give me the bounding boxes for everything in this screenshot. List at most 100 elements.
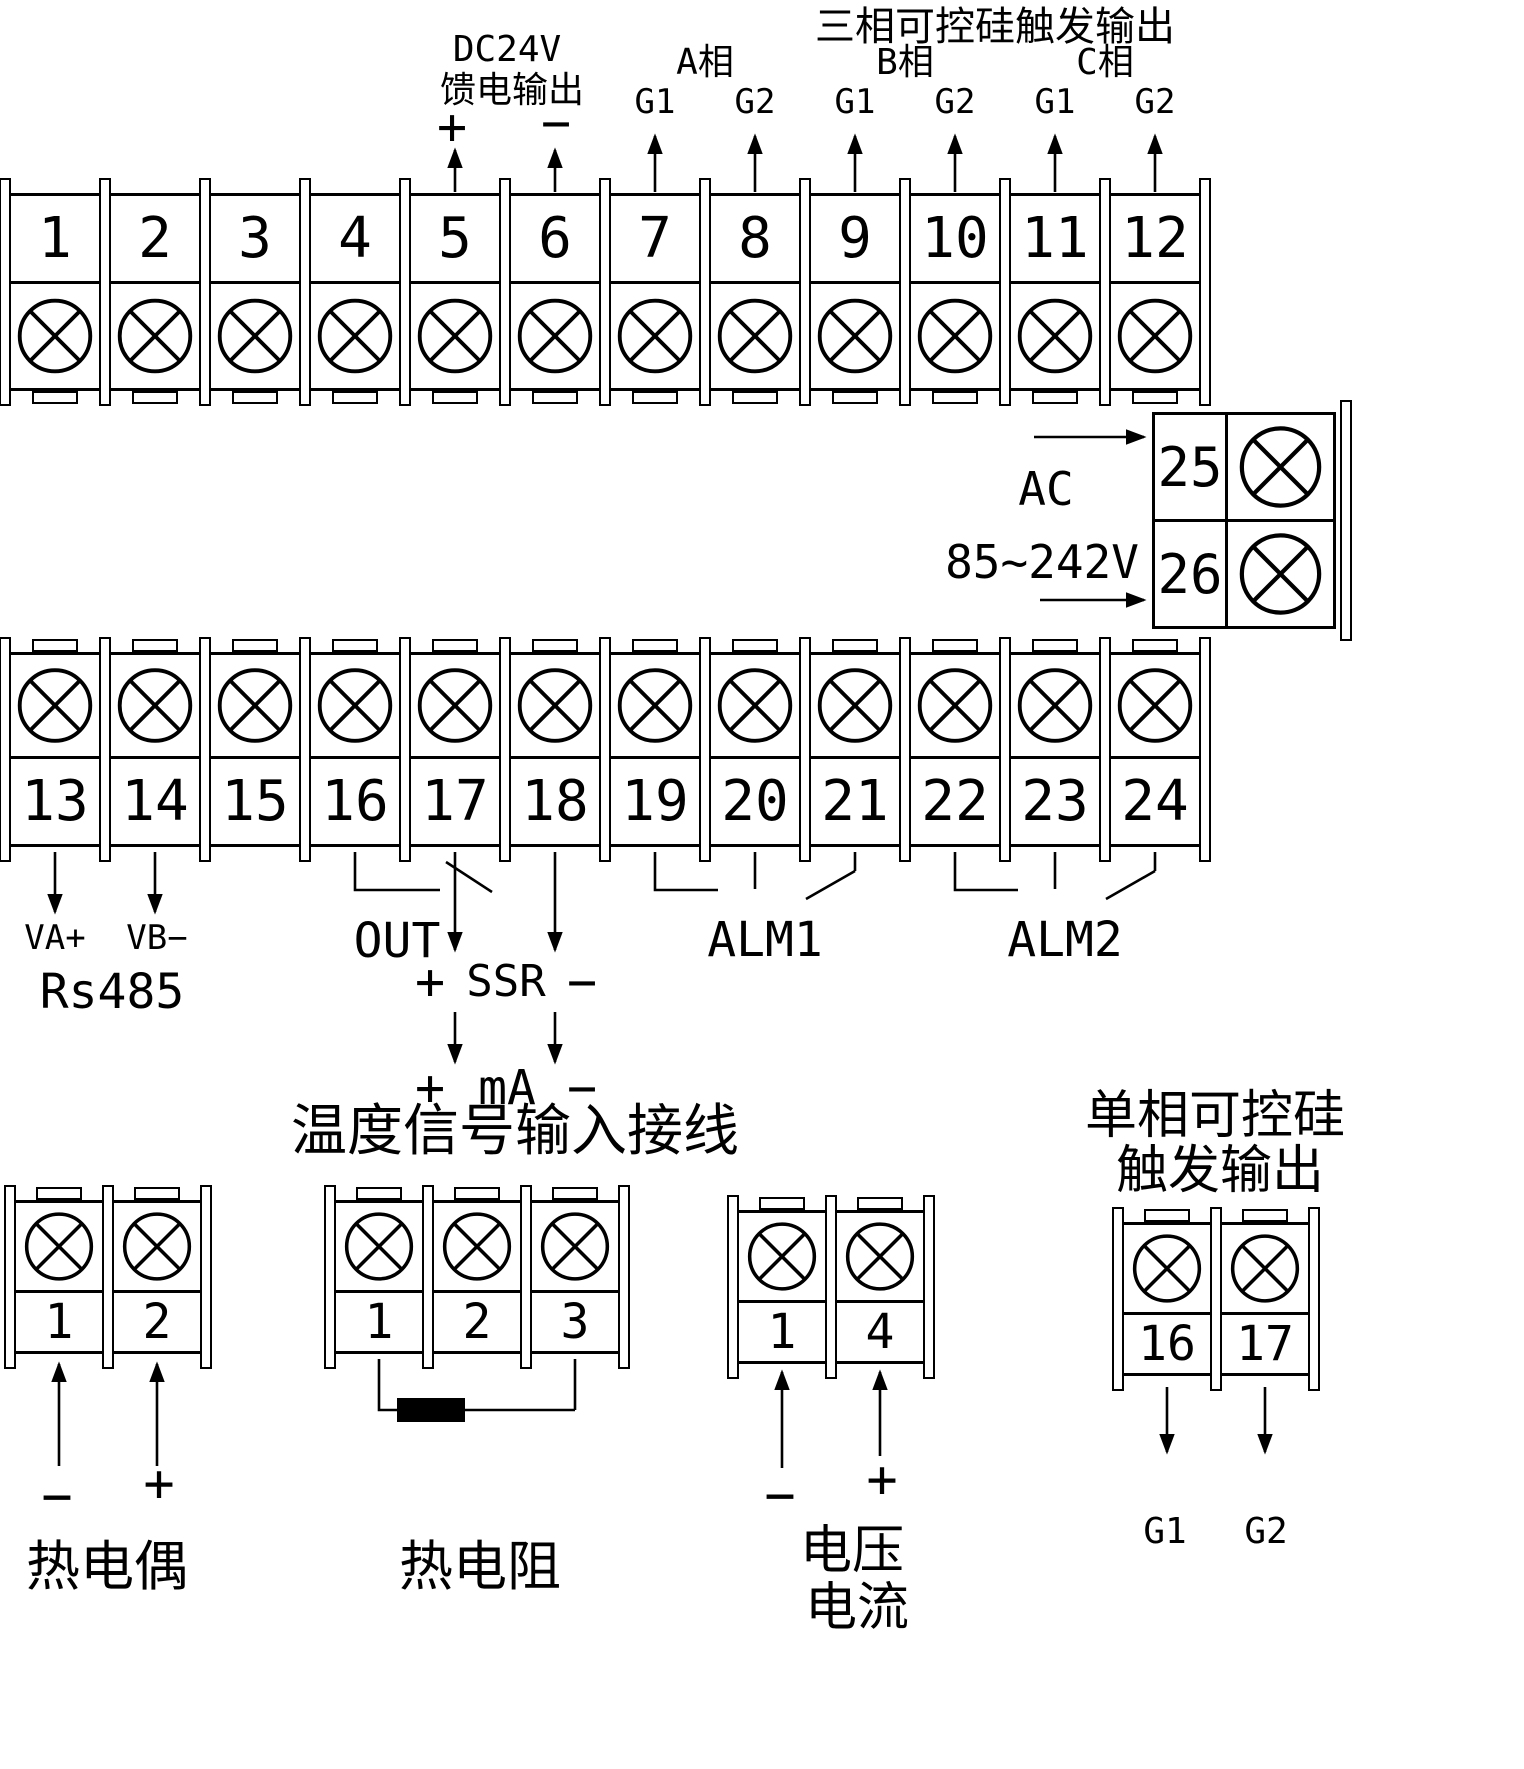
- terminal-11: 11: [1005, 193, 1105, 391]
- screw-icon: [1239, 426, 1322, 508]
- phase-c-label: C相: [1076, 42, 1134, 83]
- terminal-1: 1: [733, 1210, 831, 1364]
- divider-post: [1099, 637, 1111, 862]
- screw-terminal: [8, 655, 102, 759]
- divider-post: [599, 178, 611, 406]
- dc-minus-label: −: [540, 94, 572, 152]
- terminal-25: 25: [1152, 412, 1336, 522]
- screw-terminal: [408, 655, 502, 759]
- screw-terminal: [8, 284, 102, 388]
- screw-terminal: [608, 284, 702, 388]
- out-contact-line: [445, 860, 493, 894]
- screw-terminal: [13, 1203, 105, 1293]
- mount-tab: [552, 1187, 598, 1200]
- scr-title-line2: 触发输出: [1115, 1141, 1325, 1201]
- mount-tab: [932, 391, 978, 404]
- phase-b-g1-label: G1: [834, 82, 876, 122]
- divider-post: [1099, 178, 1111, 406]
- mount-tab: [1032, 391, 1078, 404]
- divider-post: [422, 1185, 434, 1369]
- thermocouple-label: 热电偶: [26, 1535, 188, 1598]
- terminal-20: 20: [705, 652, 805, 847]
- divider-post: [1308, 1207, 1320, 1391]
- screw-terminal: [1108, 284, 1202, 388]
- out-wire: [353, 852, 440, 892]
- screw-icon: [917, 668, 993, 743]
- terminal-number-24: 24: [1121, 768, 1189, 834]
- ac-range-label: 85~242V: [945, 535, 1139, 589]
- ma-minus-label: −: [566, 1059, 598, 1117]
- rtd-wire-left: [377, 1359, 397, 1412]
- screw-terminal: [1108, 655, 1202, 759]
- divider-post: [0, 178, 11, 406]
- phase-a-g2-label: G2: [734, 82, 776, 122]
- terminal-number-14: 14: [121, 768, 189, 834]
- screw-icon: [1017, 298, 1093, 374]
- terminal-1: 1: [10, 1200, 108, 1354]
- screw-icon: [1239, 533, 1322, 615]
- screw-terminal: [1219, 1225, 1311, 1315]
- terminal-number-10: 10: [908, 196, 1002, 284]
- phase-a-label: A相: [676, 42, 734, 83]
- terminal-8: 8: [705, 193, 805, 391]
- terminal-2: 2: [108, 1200, 206, 1354]
- screw-terminal: [908, 655, 1002, 759]
- mount-tab: [132, 639, 178, 652]
- terminal-number-9: 9: [808, 196, 902, 284]
- mount-tab: [454, 1187, 500, 1200]
- terminal-number-18: 18: [521, 768, 589, 834]
- divider-post: [299, 178, 311, 406]
- screw-icon: [747, 1222, 817, 1291]
- mount-tab: [532, 639, 578, 652]
- divider-post: [102, 1185, 114, 1369]
- screw-icon: [617, 298, 693, 374]
- divider-post: [825, 1195, 837, 1379]
- ma-label: mA: [478, 1060, 536, 1116]
- terminal-number-17: 17: [1236, 1316, 1294, 1372]
- terminal-1: 1: [5, 193, 105, 391]
- terminal-number-20: 20: [721, 768, 789, 834]
- screw-terminal: [1228, 522, 1333, 626]
- mount-tab: [932, 639, 978, 652]
- screw-terminal: [808, 655, 902, 759]
- divider-post: [299, 637, 311, 862]
- terminal-16: 16: [1118, 1222, 1216, 1376]
- screw-terminal: [529, 1203, 621, 1293]
- divider-post: [99, 637, 111, 862]
- divider-post: [599, 637, 611, 862]
- screw-icon: [1117, 668, 1193, 743]
- terminal-16: 16: [305, 652, 405, 847]
- screw-icon: [24, 1212, 94, 1281]
- terminal-number-16: 16: [1138, 1316, 1196, 1372]
- terminal-number-4: 4: [308, 196, 402, 284]
- ssr-plus-label: +: [414, 953, 446, 1011]
- divider-post: [618, 1185, 630, 1369]
- screw-terminal: [708, 655, 802, 759]
- rs485-label: Rs485: [39, 964, 185, 1020]
- mount-tab: [432, 639, 478, 652]
- terminal-13: 13: [5, 652, 105, 847]
- screw-terminal: [408, 284, 502, 388]
- mount-tab: [832, 639, 878, 652]
- mount-tab: [632, 391, 678, 404]
- divider-post: [199, 178, 211, 406]
- terminal-19: 19: [605, 652, 705, 847]
- ma-plus-label: +: [414, 1059, 446, 1117]
- terminal-number-22: 22: [921, 768, 989, 834]
- terminal-number-11: 11: [1008, 196, 1102, 284]
- mount-tab: [332, 391, 378, 404]
- terminal-number-25: 25: [1155, 415, 1228, 519]
- divider-post: [1210, 1207, 1222, 1391]
- divider-post: [499, 178, 511, 406]
- divider-post: [999, 637, 1011, 862]
- screw-terminal: [908, 284, 1002, 388]
- mount-tab: [432, 391, 478, 404]
- rtd-label: 热电阻: [399, 1535, 561, 1598]
- screw-icon: [1230, 1234, 1300, 1303]
- divider-post: [799, 637, 811, 862]
- terminal-number-1: 1: [767, 1304, 797, 1360]
- screw-icon: [517, 668, 593, 743]
- scr-title-line1: 单相可控硅: [1084, 1086, 1346, 1146]
- terminal-6: 6: [505, 193, 605, 391]
